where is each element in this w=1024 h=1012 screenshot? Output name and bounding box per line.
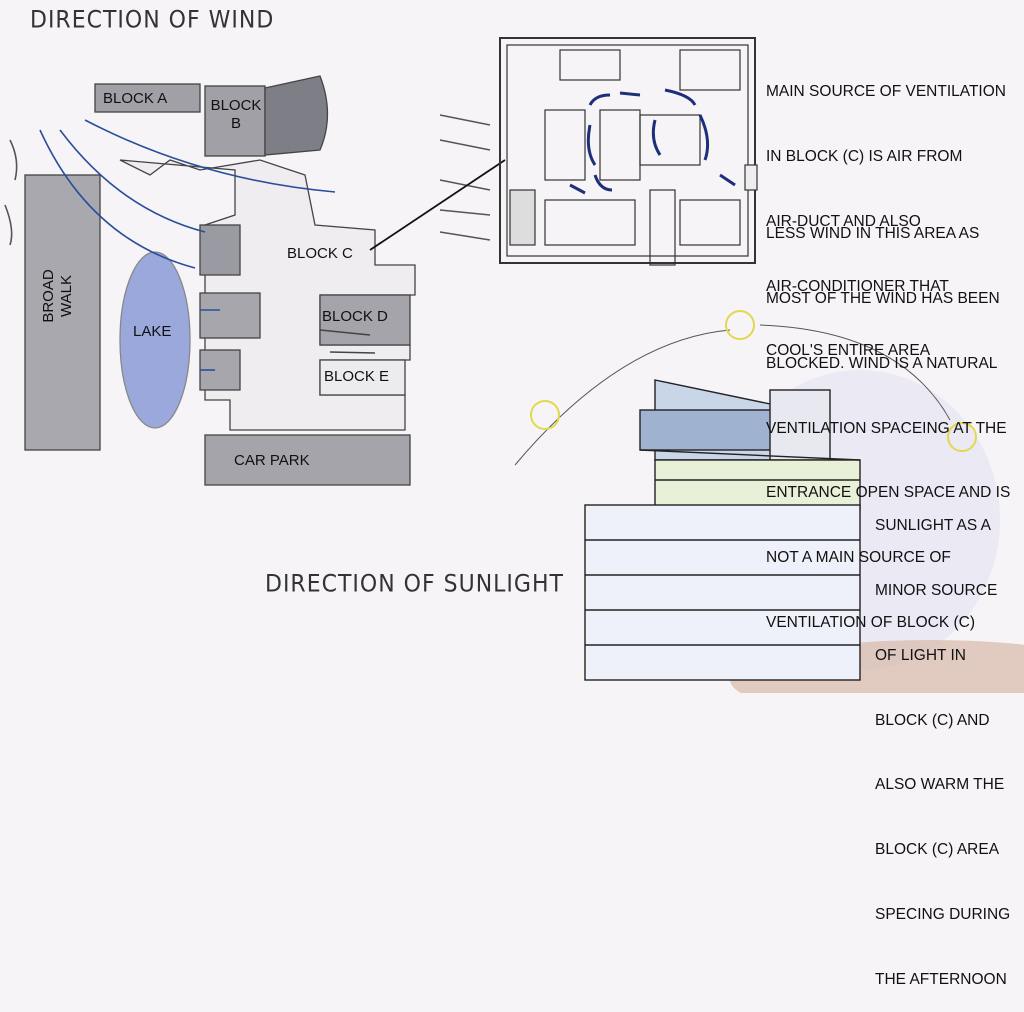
block-a-label: BLOCK A [103, 90, 168, 107]
note-line: VENTILATION OF BLOCK (C) [766, 613, 975, 631]
note-line: VENTILATION SPACEING AT THE [766, 419, 1007, 437]
note-line: BLOCK (C) AREA [875, 841, 1000, 859]
sunlight-direction-title: DIRECTION OF SUNLIGHT [265, 570, 564, 599]
broad-walk-label: BROAD WALK [40, 269, 75, 323]
note-line: MOST OF THE WIND HAS BEEN [766, 289, 1000, 307]
note-line: THE AFTERNOON [875, 970, 1007, 988]
ventilation-note: MAIN SOURCE OF VENTILATION IN BLOCK (C) … [766, 38, 1006, 384]
note-line: BLOCKED. WIND IS A NATURAL [766, 354, 998, 372]
airflow-arrows [569, 88, 736, 195]
note-line: BLOCK (C) AND [875, 711, 990, 729]
sun-icon [530, 400, 560, 430]
note-line: MAIN SOURCE OF VENTILATION [766, 83, 1006, 101]
wind-note: LESS WIND IN THIS AREA AS MOST OF THE WI… [766, 180, 1010, 655]
block-a-shape [94, 83, 201, 113]
lake-label: LAKE [133, 323, 172, 340]
note-line: ALSO WARM THE [875, 776, 1005, 794]
note-line: AIR-CONDITIONER THAT [766, 277, 949, 295]
car-park-label: CAR PARK [234, 452, 310, 469]
block-d-label: BLOCK D [322, 308, 388, 325]
car-park-shape [204, 434, 411, 486]
sun-icon [947, 422, 977, 452]
site-plan [24, 75, 416, 486]
block-c-label: BLOCK C [287, 245, 353, 262]
sunlight-note: SUNLIGHT AS A MINOR SOURCE OF LIGHT IN B… [875, 472, 1010, 1012]
block-e-label: BLOCK E [324, 368, 390, 385]
note-line: MINOR SOURCE [875, 581, 998, 599]
block-b-shape [204, 85, 266, 157]
block-d-shape [319, 294, 411, 346]
note-line: AIR-DUCT AND ALSO [766, 212, 921, 230]
block-e-shape [319, 359, 406, 396]
note-line: IN BLOCK (C) IS AIR FROM [766, 147, 963, 165]
note-line: OF LIGHT IN [875, 646, 967, 664]
note-line: COOL'S ENTIRE AREA [766, 342, 931, 360]
block-b-label: BLOCK B [210, 97, 262, 132]
note-line: SPECING DURING [875, 905, 1011, 923]
sun-icon [725, 310, 755, 340]
building-elevation [584, 379, 861, 681]
lake-shape [119, 251, 191, 429]
wind-arrows [4, 114, 491, 371]
broad-walk-shape [24, 174, 101, 451]
note-line: SUNLIGHT AS A [875, 517, 992, 535]
sun-path [514, 310, 977, 466]
sketch-drawing [4, 37, 1024, 693]
note-line: ENTRANCE OPEN SPACE AND IS [766, 484, 1011, 502]
wind-direction-title: DIRECTION OF WIND [30, 6, 275, 35]
note-line: LESS WIND IN THIS AREA AS [766, 225, 980, 243]
note-line: NOT A MAIN SOURCE OF [766, 549, 951, 567]
floor-plan [499, 37, 758, 266]
